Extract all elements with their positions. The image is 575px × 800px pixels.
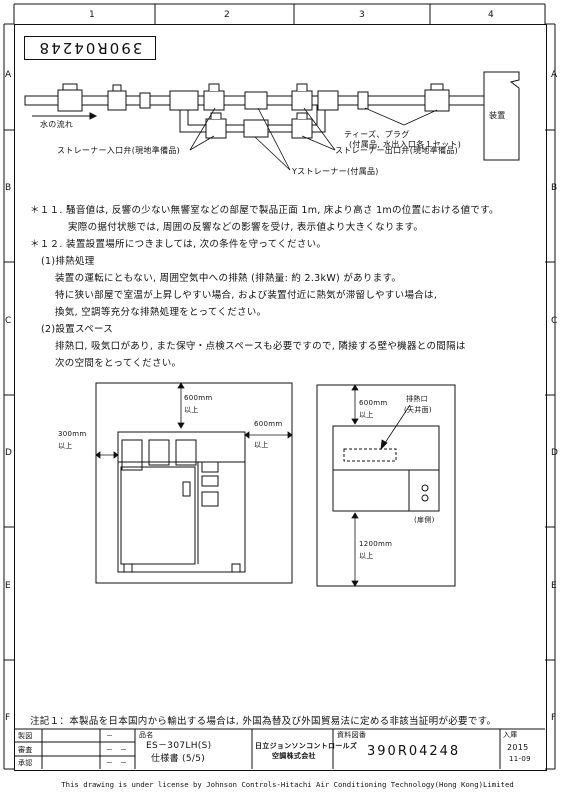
y-strainer-label: Yストレーナー(付属品) [292,167,379,176]
model-number: ES－307LH(S) [146,741,212,751]
note-11-line-1: ＊１１. 騒音値は, 反響の少ない無響室などの部屋で製品正面 1m, 床より高さ… [30,205,499,216]
front-left-clearance: 300mm [58,430,87,438]
front-top-clearance: 600mm [184,394,213,402]
tees-plug-label: ティーズ、プラグ [344,130,410,139]
title-row-drafting: 製図 [18,732,33,740]
title-dash-5: － [120,759,128,767]
row-letter-c-right: C [551,316,558,326]
strainer-inlet-valve-label: ストレーナー入口弁(現地準備品) [57,146,181,155]
row-letter-d: D [5,448,12,458]
front-left-clearance-sub: 以上 [58,442,73,450]
title-dash-2: － [106,746,114,754]
row-letter-f: F [5,713,11,723]
heading-heat-exhaust: (1)排熱処理 [41,256,95,267]
door-side-label: (扉側) [414,516,435,524]
column-number-1: 1 [89,10,95,20]
side-top-clearance: 600mm [359,399,388,407]
license-notice: This drawing is under license by Johnson… [61,780,514,789]
title-dash-4: － [106,759,114,767]
heading-installation-space: (2)設置スペース [41,324,114,335]
date-label: 入庫 [503,731,518,739]
front-right-clearance-sub: 以上 [254,441,269,449]
note-11-line-2: 実際の据付状態では, 周囲の反響などの影響を受け, 表示値より大きくなります。 [68,222,424,233]
title-row-review: 審査 [18,746,33,754]
exhaust-port-label: 排熱口 [406,395,428,403]
spec-sheet-page: 仕様書 (5/5) [151,754,206,764]
date-year: 2015 [507,743,529,752]
title-row-approval: 承認 [18,759,33,767]
row-letter-a-right: A [551,70,558,80]
row-letter-e-right: E [551,581,557,591]
company-name-line-2: 空調株式会社 [272,752,316,760]
row-letter-b-right: B [551,183,558,193]
installation-space-line-1: 排熱口, 吸気口があり, また保守・点検スペースも必要ですので, 隣接する壁や機… [55,341,466,352]
row-letter-a: A [5,70,12,80]
date-month-day: 11-09 [509,755,531,763]
heat-exhaust-line-2: 特に狭い部屋で室温が上昇しやすい場合, および装置付近に熱気が滞留しやすい場合は… [55,290,438,301]
flow-label: 水の流れ [40,120,74,129]
side-bottom-clearance: 1200mm [359,540,393,548]
strainer-outlet-valve-label: ストレーナー出口弁(現地準備品) [335,146,459,155]
column-number-4: 4 [488,10,494,20]
product-name-label: 品名 [139,731,154,739]
front-right-clearance: 600mm [254,420,283,428]
title-dash-3: － [120,746,128,754]
exhaust-port-sub-label: (天井面) [404,406,432,414]
export-footnote: 注記１：本製品を日本国内から輸出する場合は, 外国為替及び外国貿易法に定める非該… [30,716,497,727]
installation-space-line-2: 次の空間をとってください。 [55,358,182,369]
drawing-number: 390R04248 [367,744,461,759]
row-letter-b: B [5,183,12,193]
column-number-2: 2 [224,10,230,20]
drawing-number-label: 資料図番 [337,731,367,739]
side-bottom-clearance-sub: 以上 [359,552,374,560]
front-top-clearance-sub: 以上 [184,406,199,414]
row-letter-c: C [5,316,12,326]
device-label: 装置 [489,111,506,120]
title-dash-1: － [106,732,114,740]
row-letter-d-right: D [551,448,558,458]
column-number-3: 3 [359,10,365,20]
row-letter-f-right: F [551,713,557,723]
note-12-line-1: ＊１２. 装置設置場所につきましては, 次の条件を守ってください。 [30,239,327,250]
company-name-line-1: 日立ジョンソンコントロールズ [255,742,358,750]
row-letter-e: E [5,581,11,591]
tees-plug-sub-label: (付属品, 水出入口各１セット) [349,140,462,149]
heat-exhaust-line-1: 装置の運転にともない, 周囲空気中への排熱 (排熱量: 約 2.3kW) があり… [55,273,402,284]
heat-exhaust-line-3: 換気, 空調等充分な排熱処理をとってください。 [55,307,267,318]
side-top-clearance-sub: 以上 [359,411,374,419]
drawing-frame [14,24,547,771]
